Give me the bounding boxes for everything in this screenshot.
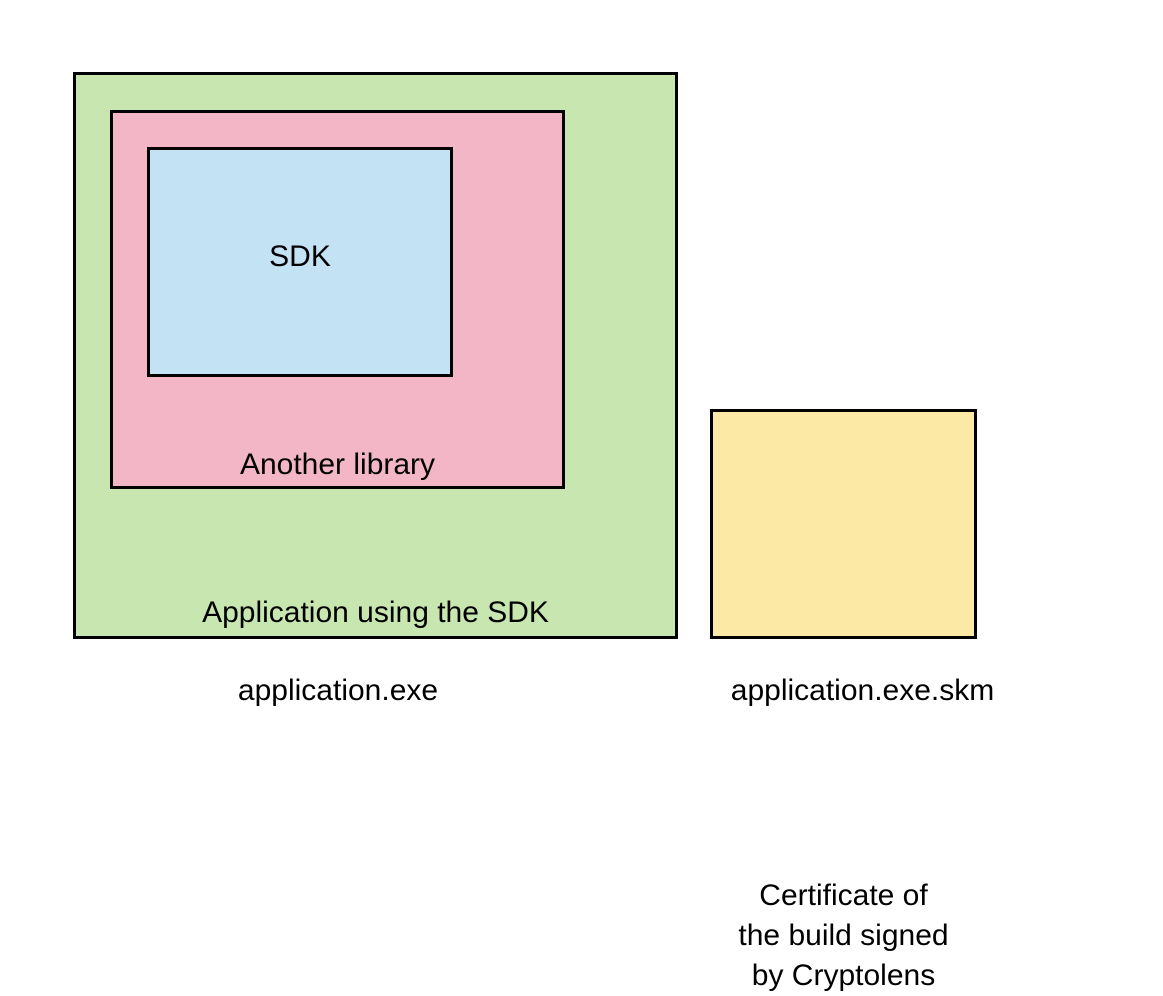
certificate-label-line: Certificate of — [759, 879, 928, 912]
certificate-label: Certificate of the build signed by Crypt… — [713, 876, 974, 996]
library-label: Another library — [239, 448, 436, 481]
certificate-label-line: the build signed — [738, 919, 949, 952]
skm-filename-label: application.exe.skm — [730, 674, 995, 707]
certificate-box: Certificate of the build signed by Crypt… — [710, 409, 977, 992]
application-label: Application using the SDK — [202, 596, 549, 629]
certificate-label-line: by Cryptolens — [751, 959, 936, 992]
sdk-box — [147, 147, 453, 377]
exe-filename-label: application.exe — [237, 674, 439, 707]
sdk-label: SDK — [269, 240, 331, 273]
